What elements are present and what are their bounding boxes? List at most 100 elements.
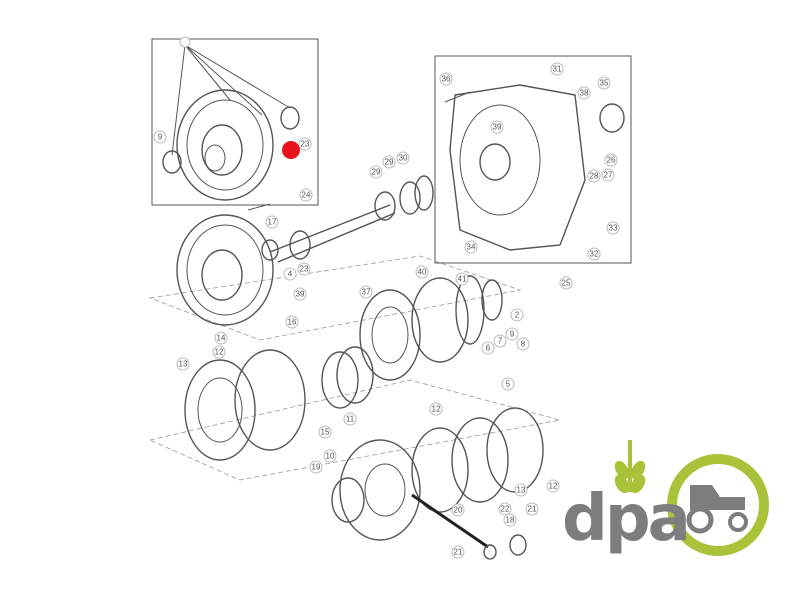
- callout: 16: [285, 315, 299, 329]
- callout: 32: [587, 247, 601, 261]
- svg-text:40: 40: [418, 268, 427, 277]
- callout: 39: [293, 287, 307, 301]
- callout: 17: [265, 215, 279, 229]
- callout: 29: [369, 165, 383, 179]
- svg-text:30: 30: [399, 154, 408, 163]
- callout: 13: [514, 483, 528, 497]
- svg-text:21: 21: [528, 505, 537, 514]
- callout: 30: [396, 151, 410, 165]
- callout-group-top-box: 9 23: [153, 36, 312, 151]
- planet-carrier-top: [162, 44, 300, 201]
- svg-text:14: 14: [217, 334, 226, 343]
- callout: 2: [510, 308, 524, 322]
- svg-text:11: 11: [346, 415, 355, 424]
- svg-text:25: 25: [562, 279, 571, 288]
- callout: 22: [498, 502, 512, 516]
- callout: 34: [464, 240, 478, 254]
- svg-text:28: 28: [590, 172, 599, 181]
- callout: 36: [439, 72, 453, 86]
- callout: 11: [343, 412, 357, 426]
- group-outline-upper: [148, 255, 522, 341]
- callout: 25: [559, 276, 573, 290]
- svg-text:8: 8: [521, 340, 526, 349]
- callout-group-housing: 36 31 35 38 39 26 28 27 33 32 34 25: [439, 62, 620, 290]
- svg-text:29: 29: [372, 168, 381, 177]
- svg-text:34: 34: [467, 243, 476, 252]
- tractor-icon: [686, 485, 748, 534]
- callout: 12: [429, 402, 443, 416]
- callout: 24: [299, 188, 313, 202]
- transmission-housing: [444, 84, 625, 251]
- callout: 38: [577, 86, 591, 100]
- callout: 10: [323, 449, 337, 463]
- svg-text:13: 13: [517, 486, 526, 495]
- clutch-pack-lower: [331, 407, 544, 560]
- detail-box-housing: [434, 55, 632, 264]
- callout: 18: [503, 513, 517, 527]
- svg-text:17: 17: [268, 218, 277, 227]
- svg-text:39: 39: [493, 123, 502, 132]
- svg-text:10: 10: [326, 452, 335, 461]
- callout: 13: [176, 357, 190, 371]
- svg-text:29: 29: [385, 158, 394, 167]
- callout: 33: [606, 221, 620, 235]
- callout: 15: [318, 425, 332, 439]
- svg-text:21: 21: [454, 548, 463, 557]
- callout: 12: [546, 479, 560, 493]
- callout: [179, 36, 191, 48]
- callout: 19: [309, 460, 323, 474]
- svg-text:16: 16: [288, 318, 297, 327]
- svg-text:12: 12: [549, 482, 558, 491]
- callout: 29: [382, 155, 396, 169]
- highlight-marker: [282, 141, 300, 159]
- svg-text:37: 37: [362, 288, 371, 297]
- svg-text:39: 39: [296, 290, 305, 299]
- svg-text:12: 12: [432, 405, 441, 414]
- callout: 37: [359, 285, 373, 299]
- svg-text:4: 4: [288, 270, 293, 279]
- callout: 27: [601, 168, 615, 182]
- wheat-icon: [614, 440, 646, 494]
- svg-text:26: 26: [607, 156, 616, 165]
- svg-text:7: 7: [498, 337, 503, 346]
- callout: 41: [455, 272, 469, 286]
- callout: 21: [525, 502, 539, 516]
- svg-text:9: 9: [158, 133, 163, 142]
- svg-text:23: 23: [301, 140, 310, 149]
- callout: 5: [501, 377, 515, 391]
- detail-box-carrier: [151, 38, 319, 206]
- logo-text: dpa: [562, 482, 688, 556]
- svg-text:35: 35: [600, 79, 609, 88]
- svg-text:36: 36: [442, 75, 451, 84]
- svg-text:13: 13: [179, 360, 188, 369]
- planet-carrier-lower: [176, 214, 279, 326]
- callout-group-shaft: 29 29 30 24 17 23 4 39: [265, 151, 410, 301]
- input-shaft: [247, 175, 434, 263]
- svg-text:19: 19: [312, 463, 321, 472]
- callout: 35: [597, 76, 611, 90]
- callout: 23: [298, 137, 312, 151]
- svg-text:32: 32: [590, 250, 599, 259]
- callout: 9: [153, 130, 167, 144]
- callout: 31: [550, 62, 564, 76]
- callout: 6: [481, 341, 495, 355]
- svg-text:15: 15: [321, 428, 330, 437]
- svg-text:38: 38: [580, 89, 589, 98]
- svg-text:9: 9: [510, 330, 515, 339]
- callout-group-clutch-lower: 12 12 13 10 19 20 22 18 21 21: [309, 402, 560, 559]
- callout: 9: [505, 327, 519, 341]
- clutch-pack-upper: [184, 275, 503, 461]
- dpa-logo: dpa: [562, 440, 769, 556]
- group-outline-lower: [148, 379, 561, 481]
- callout: 26: [604, 153, 618, 167]
- svg-text:23: 23: [300, 265, 309, 274]
- svg-text:5: 5: [506, 380, 511, 389]
- callout-group-clutch-upper: 40 41 37 2 9 6 7 8 5 16 14 12 13 11 15: [176, 265, 530, 439]
- callout: 8: [516, 337, 530, 351]
- logo-ring: [667, 454, 769, 556]
- svg-text:24: 24: [302, 191, 311, 200]
- svg-text:22: 22: [501, 505, 510, 514]
- callout: 4: [283, 267, 297, 281]
- callout: 7: [493, 334, 507, 348]
